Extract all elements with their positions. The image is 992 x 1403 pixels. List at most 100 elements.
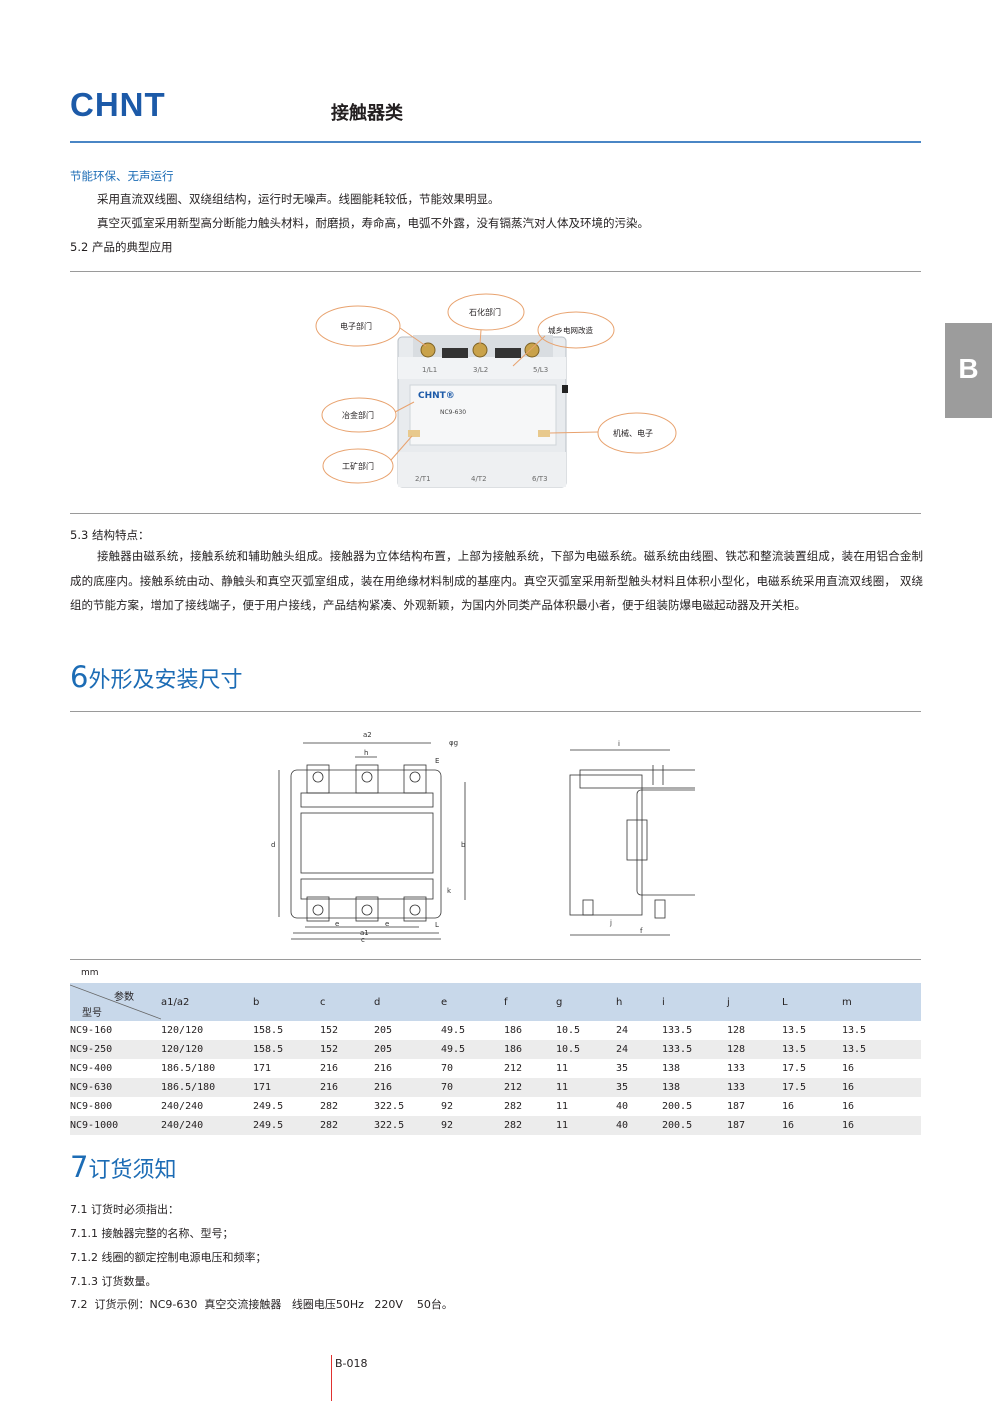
divider [70,711,921,712]
cell: 282 [504,1116,556,1135]
cell: 216 [320,1078,374,1097]
section-tab: B [945,323,992,418]
dim-label: b [461,841,466,849]
cell: 13.5 [842,1025,867,1036]
cell: 216 [374,1078,441,1097]
cell: 17.5 [782,1078,842,1097]
order-line: 7.1 订货时必须指出： [70,1203,179,1216]
column-header: i [662,983,727,1021]
table-header-row: 参数 型号 a1/a2 b c d e f g h i j L m [70,983,921,1021]
cell: 16 [842,1101,855,1112]
callout-grid: 城乡电网改造 [512,311,615,367]
header-divider [70,141,921,143]
cell: 216 [320,1063,339,1074]
column-header: f [504,983,556,1021]
divider [70,959,921,960]
cell: 120/120 [161,1025,204,1036]
cell: 186 [504,1025,523,1036]
cell: 186 [504,1040,556,1059]
cell: 49.5 [441,1040,504,1059]
order-line: 7.1.3 订货数量。 [70,1275,157,1288]
section-number: 6 [70,660,89,694]
terminal-label: 1/L1 [422,366,437,374]
corner-model: 型号 [82,1008,102,1019]
cell: 186.5/180 [161,1078,253,1097]
dim-label: L [435,921,439,929]
corner-diagonal [70,984,161,1020]
cell: 171 [253,1078,320,1097]
cell: 138 [662,1078,727,1097]
cell: 16 [782,1101,795,1112]
cell: 158.5 [253,1040,320,1059]
cell: 240/240 [161,1101,204,1112]
cell: 322.5 [374,1116,441,1135]
section-6-title: 6外形及安装尺寸 [70,660,242,694]
order-example: 7.2 订货示例：NC9-630 真空交流接触器 线圈电压50Hz 220V 5… [70,1298,453,1311]
cell: 92 [441,1116,504,1135]
cell: 240/240 [161,1116,253,1135]
cell: 212 [504,1063,523,1074]
cell: 11 [556,1101,569,1112]
cell: 24 [616,1040,662,1059]
callout-petrochem: 石化部门 [447,293,525,345]
application-figure: 1/L1 3/L2 5/L3 2/T1 4/T2 6/T3 CHNT® NC9-… [315,293,677,488]
cell: 120/120 [161,1040,253,1059]
svg-text:城乡电网改造: 城乡电网改造 [548,325,593,335]
cell: 13.5 [782,1025,807,1036]
column-header: j [727,983,782,1021]
order-line: 7.1.1 接触器完整的名称、型号； [70,1227,234,1240]
svg-text:工矿部门: 工矿部门 [342,461,374,471]
cell: 187 [727,1101,746,1112]
terminal-label: 2/T1 [415,475,431,483]
dim-label: c [361,936,365,944]
cell: 70 [441,1063,454,1074]
callout-machinery: 机械、电子 [549,412,677,454]
section-tab-label: B [958,353,979,384]
cell: 13.5 [782,1040,842,1059]
page-number: B-018 [335,1357,368,1370]
cell: 10.5 [556,1025,581,1036]
cell: NC9-800 [70,1101,113,1112]
cell: 133 [727,1078,782,1097]
cell: 92 [441,1101,454,1112]
device-model: NC9-630 [440,409,466,416]
callout-electronics: 电子部门 [315,305,427,347]
feature-line-2: 真空灭弧室采用新型高分断能力触头材料，耐磨损，寿命高，电弧不外露，没有镉蒸汽对人… [97,216,649,230]
column-header: g [556,983,616,1021]
cell: 152 [320,1040,374,1059]
structure-text: 接触器由磁系统，接触系统和辅助触头组成。接触器为立体结构布置，上部为接触系统，下… [70,549,923,612]
cell: 200.5 [662,1116,727,1135]
callout-metallurgy: 冶金部门 [321,397,415,433]
cell: 158.5 [253,1025,284,1036]
cell: 16 [782,1116,842,1135]
dim-label: f [640,927,643,935]
application-heading: 5.2 产品的典型应用 [70,240,173,254]
cell: NC9-160 [70,1025,113,1036]
cell: 16 [842,1116,921,1135]
section-title-text: 外形及安装尺寸 [88,668,243,693]
terminal-label: 5/L3 [533,366,548,374]
cell: 11 [556,1063,569,1074]
side-view [569,765,695,919]
cell: 133.5 [662,1040,727,1059]
dim-label: e [335,920,339,928]
divider [70,513,921,514]
dim-label: h [364,749,368,757]
dim-label: a2 [363,731,372,739]
cell: 249.5 [253,1116,320,1135]
dim-label: a1 [360,929,369,937]
section-number: 7 [70,1150,89,1184]
section-title-text: 订货须知 [88,1158,177,1183]
dimension-table: 参数 型号 a1/a2 b c d e f g h i j L m NC9-16… [70,983,921,1135]
cell: 13.5 [842,1040,921,1059]
terminal-label: 3/L2 [473,366,488,374]
cell: 70 [441,1078,504,1097]
cell: 152 [320,1025,339,1036]
column-header: d [374,983,441,1021]
cell: 205 [374,1040,441,1059]
column-header: c [320,983,374,1021]
dim-label: φg [449,739,458,747]
cell: 212 [504,1078,556,1097]
